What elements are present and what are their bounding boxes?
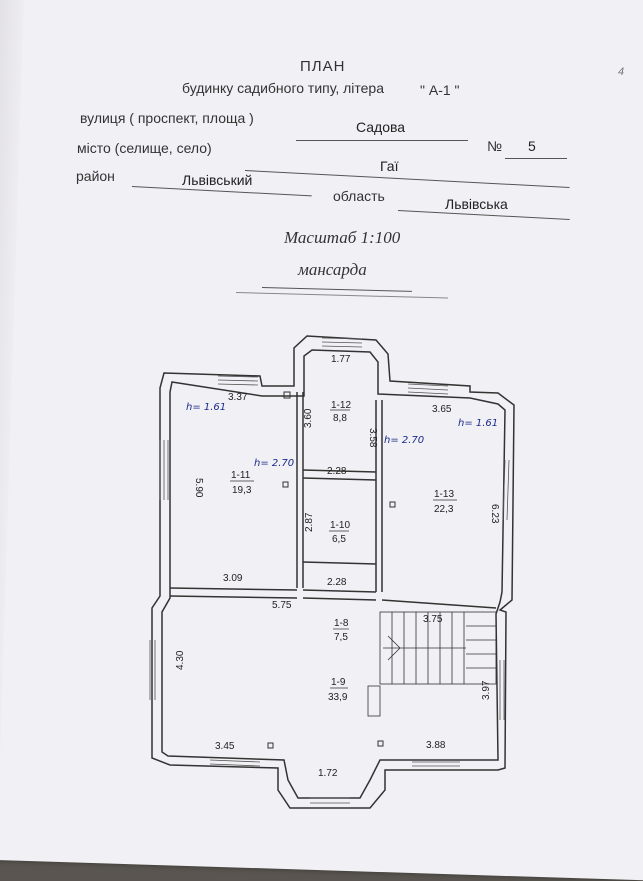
plan-title: ПЛАН — [300, 58, 346, 75]
room-area-1-8: 7,5 — [334, 632, 348, 643]
column-2 — [389, 501, 396, 508]
height-note-4: h= 1.61 — [458, 418, 498, 429]
window-left — [159, 440, 169, 500]
dim-3-88: 3.88 — [426, 740, 446, 751]
partition-5b — [302, 597, 377, 601]
dim-3-65: 3.65 — [432, 404, 452, 415]
dim-3-58: 3.58 — [367, 428, 378, 448]
partition-5 — [302, 589, 377, 593]
region-value: Львівська — [445, 196, 508, 212]
plan-subtitle: будинку садибного типу, літера — [182, 80, 385, 96]
stair-frame — [379, 611, 497, 685]
stair-landing-treads — [466, 625, 496, 669]
column-5 — [283, 391, 291, 399]
dim-2-87: 2.87 — [304, 512, 315, 532]
window-dormer-top — [321, 337, 363, 348]
partition-2 — [302, 469, 377, 473]
street-underline — [296, 140, 468, 141]
room-id-1-10: 1-10 — [330, 520, 350, 531]
district-label: район — [76, 168, 115, 184]
window-bay-bottom — [310, 797, 350, 804]
windows — [149, 337, 510, 804]
floor-plan-drawing: 1.77 3.37 3.60 3.58 3.65 5.90 2.28 2.87 … — [149, 335, 515, 809]
columns — [267, 391, 396, 749]
number-underline — [505, 158, 567, 159]
height-note-2: h= 2.70 — [254, 458, 294, 469]
dim-3-09: 3.09 — [223, 573, 243, 584]
number-label: № — [487, 138, 503, 154]
district-value: Львівський — [182, 172, 253, 188]
height-note-1: h= 1.61 — [186, 402, 226, 413]
dim-5-90: 5.90 — [193, 478, 204, 498]
partition-7 — [302, 561, 377, 565]
room-area-1-13: 22,3 — [434, 504, 454, 515]
dim-3-45: 3.45 — [215, 741, 235, 752]
dim-5-75: 5.75 — [272, 600, 292, 611]
scale-label: Масштаб 1:100 — [284, 228, 401, 247]
floor-label: мансарда — [298, 260, 367, 279]
dim-3-97: 3.97 — [481, 680, 492, 700]
room-area-1-10: 6,5 — [332, 534, 346, 545]
region-label: область — [333, 188, 385, 204]
dim-1-72: 1.72 — [318, 768, 338, 779]
dim-3-75: 3.75 — [423, 614, 443, 625]
room-area-1-11: 19,3 — [232, 485, 252, 496]
partition-4 — [169, 587, 298, 591]
dim-2-28-bottom: 2.28 — [327, 577, 347, 588]
window-bottom-left — [209, 759, 261, 767]
room-area-1-9: 33,9 — [328, 692, 348, 703]
room-id-1-12: 1-12 — [331, 400, 351, 411]
building-letter: " А-1 " — [420, 82, 460, 98]
street-value: Садова — [356, 119, 406, 135]
dim-3-60: 3.60 — [303, 408, 314, 428]
dim-3-37: 3.37 — [228, 392, 248, 403]
window-lower-right — [499, 660, 505, 720]
room-area-1-12: 8,8 — [333, 413, 347, 424]
chimney — [367, 685, 381, 717]
city-value: Гаї — [380, 158, 399, 174]
column-1 — [282, 481, 289, 488]
height-note-3: h= 2.70 — [384, 435, 424, 446]
page-number: 4 — [618, 66, 625, 78]
dim-2-28-top: 2.28 — [327, 466, 347, 477]
room-id-1-8: 1-8 — [334, 618, 349, 629]
outer-wall — [151, 335, 515, 809]
dim-4-30: 4.30 — [175, 650, 186, 670]
window-top-right — [407, 383, 449, 395]
staircase — [367, 611, 497, 717]
city-label: місто (селище, село) — [77, 140, 212, 156]
window-bottom-right — [412, 761, 460, 767]
window-right — [502, 459, 510, 521]
partition-6 — [381, 599, 497, 609]
number-value: 5 — [528, 138, 536, 154]
column-3 — [267, 742, 274, 749]
partition-4b — [169, 595, 298, 599]
room-id-1-11: 1-11 — [231, 470, 251, 481]
room-id-1-13: 1-13 — [434, 489, 454, 500]
partition-2b — [302, 477, 377, 481]
window-lower-left — [149, 640, 156, 700]
street-label: вулиця ( проспект, площа ) — [80, 110, 254, 126]
dim-6-23: 6.23 — [489, 504, 500, 524]
column-4 — [377, 740, 384, 747]
room-id-1-9: 1-9 — [331, 677, 346, 688]
stair-arrow — [387, 635, 401, 661]
dim-1-77: 1.77 — [331, 354, 351, 365]
window-top-left — [217, 375, 259, 386]
